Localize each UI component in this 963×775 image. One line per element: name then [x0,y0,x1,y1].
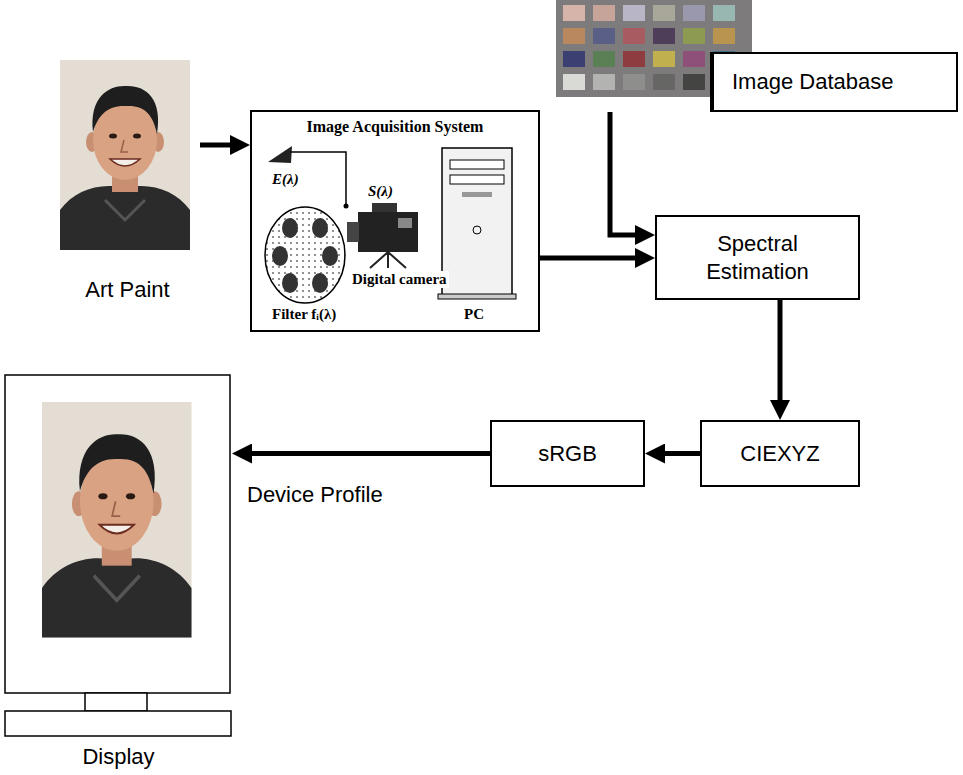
image-database: Image Database [555,0,961,112]
flow-arrow [610,112,635,235]
signal-label: S(λ) [366,183,395,200]
flow-arrow [665,451,700,456]
art-paint-image: Art Paint [55,55,200,310]
process-box: Spectral Estimation [655,215,860,300]
part-label: PC [462,306,486,323]
process-box: sRGB [490,420,645,487]
node-label: sRGB [538,440,597,468]
node-label: CIEXYZ [740,440,819,468]
flow-arrow [540,256,635,261]
process-box: CIEXYZ [700,420,860,487]
node-label: Spectral Estimation [688,230,828,285]
acquisition-illustration [265,146,516,303]
part-label: Filter fᵢ(λ) [270,306,338,323]
monitor-drawing [5,375,231,736]
flow-arrow [778,300,783,400]
art-portrait [60,60,190,250]
edge-label: Device Profile [247,482,383,508]
node-label: Image Database [710,52,958,112]
part-label: Digital camera [350,271,449,288]
display-monitor: Display [5,375,232,770]
node-label: Art Paint [55,277,200,303]
node-label: Display [5,744,232,770]
acquisition-system-box: Image Acquisition System [250,110,540,332]
node-label: Image Acquisition System [252,112,538,136]
flow-arrow [252,451,490,456]
signal-label: E(λ) [270,171,301,188]
flow-arrow [200,143,230,148]
